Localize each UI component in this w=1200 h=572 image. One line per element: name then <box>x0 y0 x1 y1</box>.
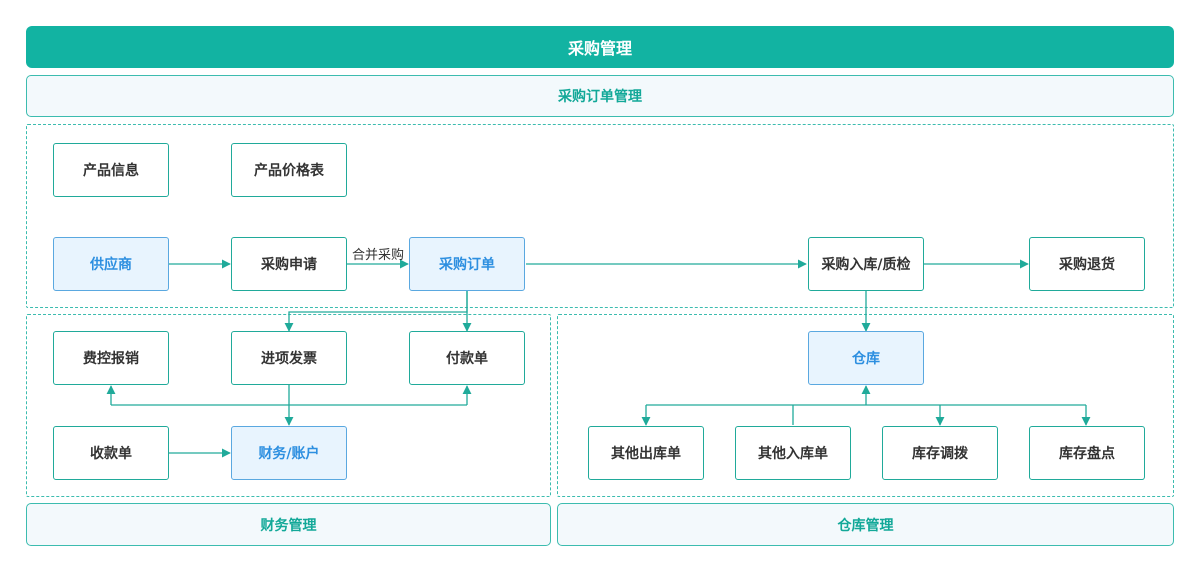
node-purchase-order[interactable]: 采购订单 <box>409 237 525 291</box>
edge-label-merge-purchase: 合并采购 <box>352 248 405 263</box>
section-title-finance: 财务管理 <box>260 517 317 534</box>
node-warehouse[interactable]: 仓库 <box>808 331 924 385</box>
node-supplier[interactable]: 供应商 <box>53 237 169 291</box>
section-title-warehouse: 仓库管理 <box>837 517 894 534</box>
node-stock-count[interactable]: 库存盘点 <box>1029 426 1145 480</box>
footer-finance-banner: 财务管理 <box>26 503 551 546</box>
edge-order-to-invoice <box>284 291 468 332</box>
node-product-info[interactable]: 产品信息 <box>53 143 169 197</box>
node-expense-reimburse[interactable]: 费控报销 <box>53 331 169 385</box>
section-title-purchase-order: 采购订单管理 <box>558 89 642 105</box>
node-inbound-qc[interactable]: 采购入库/质检 <box>808 237 924 291</box>
node-price-list[interactable]: 产品价格表 <box>231 143 347 197</box>
node-receipt-order[interactable]: 收款单 <box>53 426 169 480</box>
subtitle-banner: 采购订单管理 <box>26 75 1174 117</box>
node-purchase-return[interactable]: 采购退货 <box>1029 237 1145 291</box>
node-purchase-request[interactable]: 采购申请 <box>231 237 347 291</box>
node-other-inbound[interactable]: 其他入库单 <box>735 426 851 480</box>
node-payment-order[interactable]: 付款单 <box>409 331 525 385</box>
node-finance-account[interactable]: 财务/账户 <box>231 426 347 480</box>
footer-warehouse-banner: 仓库管理 <box>557 503 1174 546</box>
node-stock-transfer[interactable]: 库存调拨 <box>882 426 998 480</box>
title-banner: 采购管理 <box>26 26 1174 68</box>
node-other-outbound[interactable]: 其他出库单 <box>588 426 704 480</box>
purchase-flow-region <box>26 124 1174 308</box>
page-title: 采购管理 <box>567 39 632 58</box>
node-input-invoice[interactable]: 进项发票 <box>231 331 347 385</box>
